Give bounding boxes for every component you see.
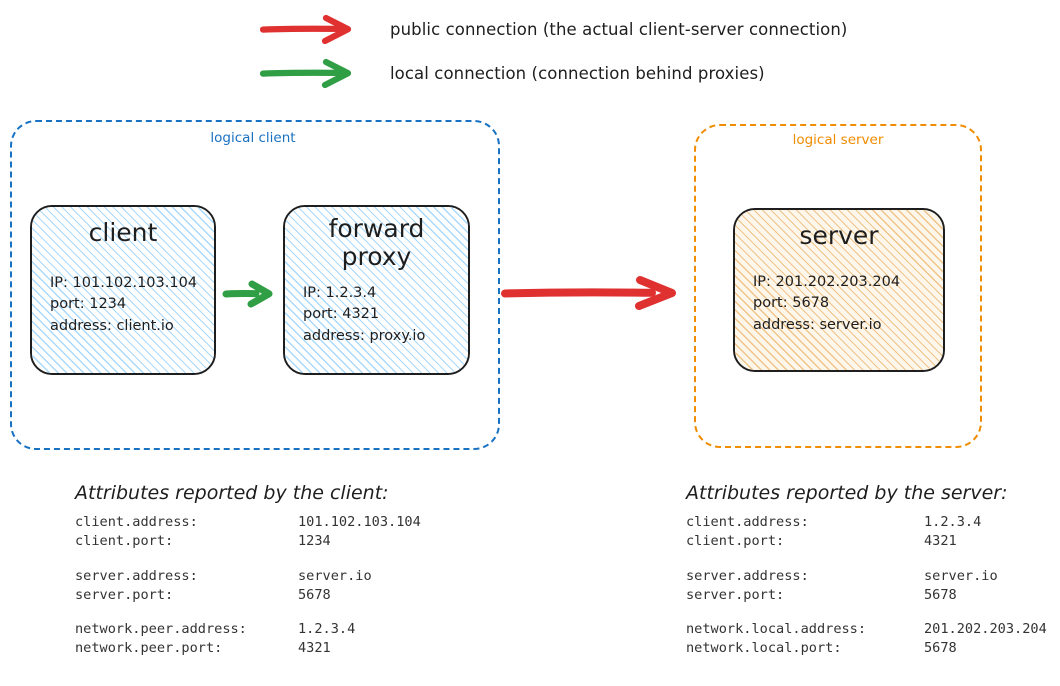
node-server-port: port: 5678 [753,295,830,312]
attr-key: server.port: [686,586,785,603]
node-forward-proxy-port: port: 4321 [303,306,380,323]
node-client-address: address: client.io [50,317,174,334]
table-row: server.port: 5678 [75,586,421,605]
attr-value: 4321 [924,533,957,550]
server-attributes-heading: Attributes reported by the server: [686,482,1008,504]
attr-key: client.port: [75,533,174,550]
node-forward-proxy: forward proxy IP: 1.2.3.4 port: 4321 add… [283,205,470,375]
attr-value: server.io [298,567,372,584]
server-node-hatch-fill [735,210,943,370]
attr-key: network.peer.port: [75,640,223,657]
attr-value: 1.2.3.4 [924,514,982,530]
attr-value: 1.2.3.4 [298,621,356,638]
attr-key: client.port: [686,533,785,550]
node-forward-proxy-ip: IP: 1.2.3.4 [303,285,377,301]
node-client-port: port: 1234 [50,296,127,313]
attr-key: server.address: [75,567,198,584]
attr-key: client.address: [686,514,809,530]
logical-client-container [10,120,500,450]
server-attributes-block: Attributes reported by the server: clien… [686,482,1047,659]
node-server-ip: IP: 201.202.203.204 [753,274,901,290]
node-forward-proxy-title-line1: forward [328,214,425,243]
table-row: client.port: 4321 [686,532,1047,551]
legend-item-public-connection: public connection (the actual client-ser… [260,14,847,44]
table-group-spacer [686,605,1047,620]
arrow-client-to-proxy [222,280,273,308]
attr-key: network.local.port: [686,640,842,657]
client-attributes-block: Attributes reported by the client: clien… [75,482,421,659]
attr-value: 1234 [298,533,331,550]
proxy-node-hatch-fill [285,207,468,373]
attr-key: server.address: [686,567,809,584]
attr-value: 101.102.103.104 [298,514,421,530]
attr-value: 5678 [924,586,957,603]
table-group-spacer [686,552,1047,567]
client-attributes-table: client.address: 101.102.103.104 client.p… [75,513,421,659]
node-forward-proxy-title-line2: proxy [341,242,412,271]
arrow-proxy-to-server [501,276,676,310]
node-client-title: client [88,218,158,247]
attr-key: client.address: [75,514,198,530]
table-row: server.address: server.io [686,567,1047,586]
legend-item-local-connection: local connection (connection behind prox… [260,58,765,88]
attr-value: 5678 [924,640,957,657]
attr-value: 5678 [298,586,331,603]
green-arrow-icon [260,58,352,88]
attr-key: network.local.address: [686,621,867,638]
attr-value: 4321 [298,640,331,657]
server-attributes-table: client.address: 1.2.3.4 client.port: 432… [686,513,1047,659]
node-forward-proxy-properties: IP: 1.2.3.4 port: 4321 address: proxy.io [285,283,468,347]
node-client-properties: IP: 101.102.103.104 port: 1234 address: … [32,273,214,337]
node-server-properties: IP: 201.202.203.204 port: 5678 address: … [735,272,943,336]
table-group-spacer [75,552,421,567]
logical-server-label: logical server [786,132,890,148]
table-row: network.peer.address: 1.2.3.4 [75,620,421,639]
attr-key: network.peer.address: [75,621,247,638]
attr-key: server.port: [75,586,174,603]
table-row: network.peer.port: 4321 [75,639,421,658]
node-client-ip: IP: 101.102.103.104 [50,275,198,291]
table-row: server.address: server.io [75,567,421,586]
attr-value: 201.202.203.204 [924,621,1047,638]
node-server: server IP: 201.202.203.204 port: 5678 ad… [733,208,945,372]
client-node-hatch-fill [32,207,214,373]
table-row: client.address: 101.102.103.104 [75,513,421,532]
attr-value: server.io [924,567,998,584]
table-row: server.port: 5678 [686,586,1047,605]
logical-server-container [694,124,982,448]
red-arrow-icon [260,14,352,44]
node-server-title: server [799,221,879,250]
table-row: client.port: 1234 [75,532,421,551]
legend-label-local-connection: local connection (connection behind prox… [390,63,765,83]
table-row: network.local.port: 5678 [686,639,1047,658]
node-server-address: address: server.io [753,316,882,333]
logical-client-label: logical client [204,130,302,146]
client-attributes-heading: Attributes reported by the client: [75,482,389,504]
table-row: client.address: 1.2.3.4 [686,513,1047,532]
node-forward-proxy-address: address: proxy.io [303,327,426,344]
node-client: client IP: 101.102.103.104 port: 1234 ad… [30,205,216,375]
table-group-spacer [75,605,421,620]
legend-label-public-connection: public connection (the actual client-ser… [390,19,848,39]
table-row: network.local.address: 201.202.203.204 [686,620,1047,639]
